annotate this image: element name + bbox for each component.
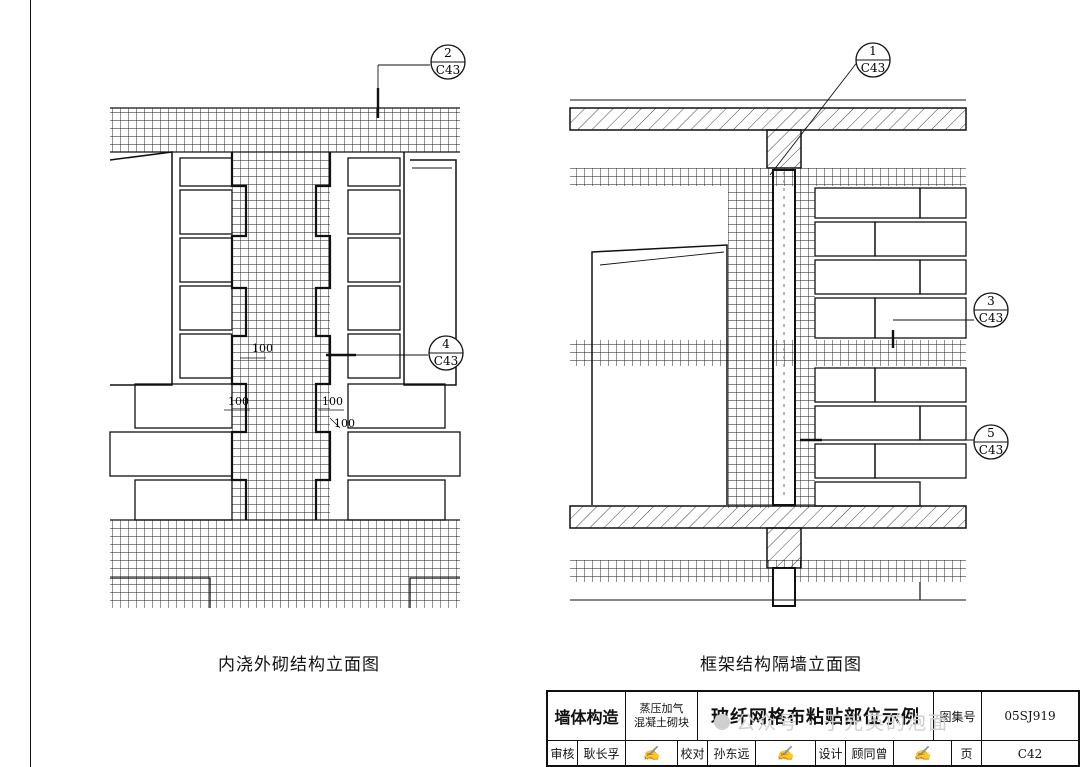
atlas-label: 图集号	[934, 692, 982, 740]
page-label: 页	[952, 740, 982, 767]
title-block-row-main: 墙体构造 蒸压加气 混凝土砌块 玻纤网格布粘贴部位示例 图集号 05SJ919	[548, 692, 1078, 741]
dimension-label: 100	[334, 417, 355, 430]
category-cell: 墙体构造	[548, 692, 626, 740]
callout-5: 5 C43	[973, 424, 1009, 460]
page-number: C42	[1017, 746, 1043, 761]
dimension-label: 100	[228, 395, 249, 408]
svg-text:2: 2	[444, 46, 452, 60]
check-label: 校对	[678, 740, 708, 767]
review-label: 审核	[548, 740, 578, 767]
left-caption: 内浇外砌结构立面图	[218, 655, 380, 675]
reviewer-name: 耿长孚	[578, 740, 626, 767]
right-elevation	[569, 59, 974, 607]
reviewer-signature: ✍	[626, 740, 678, 767]
svg-text:4: 4	[442, 337, 450, 351]
svg-text:3: 3	[987, 294, 995, 308]
dimension-label: 100	[322, 395, 343, 408]
title-block: 墙体构造 蒸压加气 混凝土砌块 玻纤网格布粘贴部位示例 图集号 05SJ919 …	[546, 690, 1080, 767]
svg-text:5: 5	[987, 426, 995, 440]
material-line-1: 蒸压加气	[639, 702, 684, 715]
svg-text:1: 1	[869, 44, 877, 58]
svg-text:C43: C43	[979, 443, 1003, 457]
title-block-row-signatures: 审核 耿长孚 ✍ 校对 孙东远 ✍ 设计 顾同曾 ✍ 页 C42	[548, 740, 1078, 767]
svg-text:C43: C43	[861, 61, 885, 75]
svg-text:C43: C43	[434, 354, 458, 368]
dimension-label: 100	[252, 342, 273, 355]
material-cell: 蒸压加气 混凝土砌块	[626, 692, 698, 740]
svg-text:C43: C43	[979, 311, 1003, 325]
left-elevation	[109, 64, 461, 608]
right-caption: 框架结构隔墙立面图	[700, 655, 862, 675]
design-label: 设计	[816, 740, 846, 767]
checker-signature: ✍	[756, 740, 816, 767]
callout-3: 3 C43	[973, 292, 1009, 328]
atlas-number: 05SJ919	[1004, 709, 1056, 723]
designer-name: 顾同曾	[846, 740, 894, 767]
drawing-sheet	[30, 0, 1080, 767]
callout-2: 2 C43	[430, 44, 466, 80]
checker-name: 孙东远	[708, 740, 756, 767]
designer-signature: ✍	[894, 740, 952, 767]
drawing-title: 玻纤网格布粘贴部位示例	[698, 692, 934, 740]
material-line-2: 混凝土砌块	[634, 716, 689, 729]
svg-text:C43: C43	[436, 63, 460, 77]
callout-1: 1 C43	[855, 42, 891, 78]
callout-4: 4 C43	[428, 335, 464, 371]
